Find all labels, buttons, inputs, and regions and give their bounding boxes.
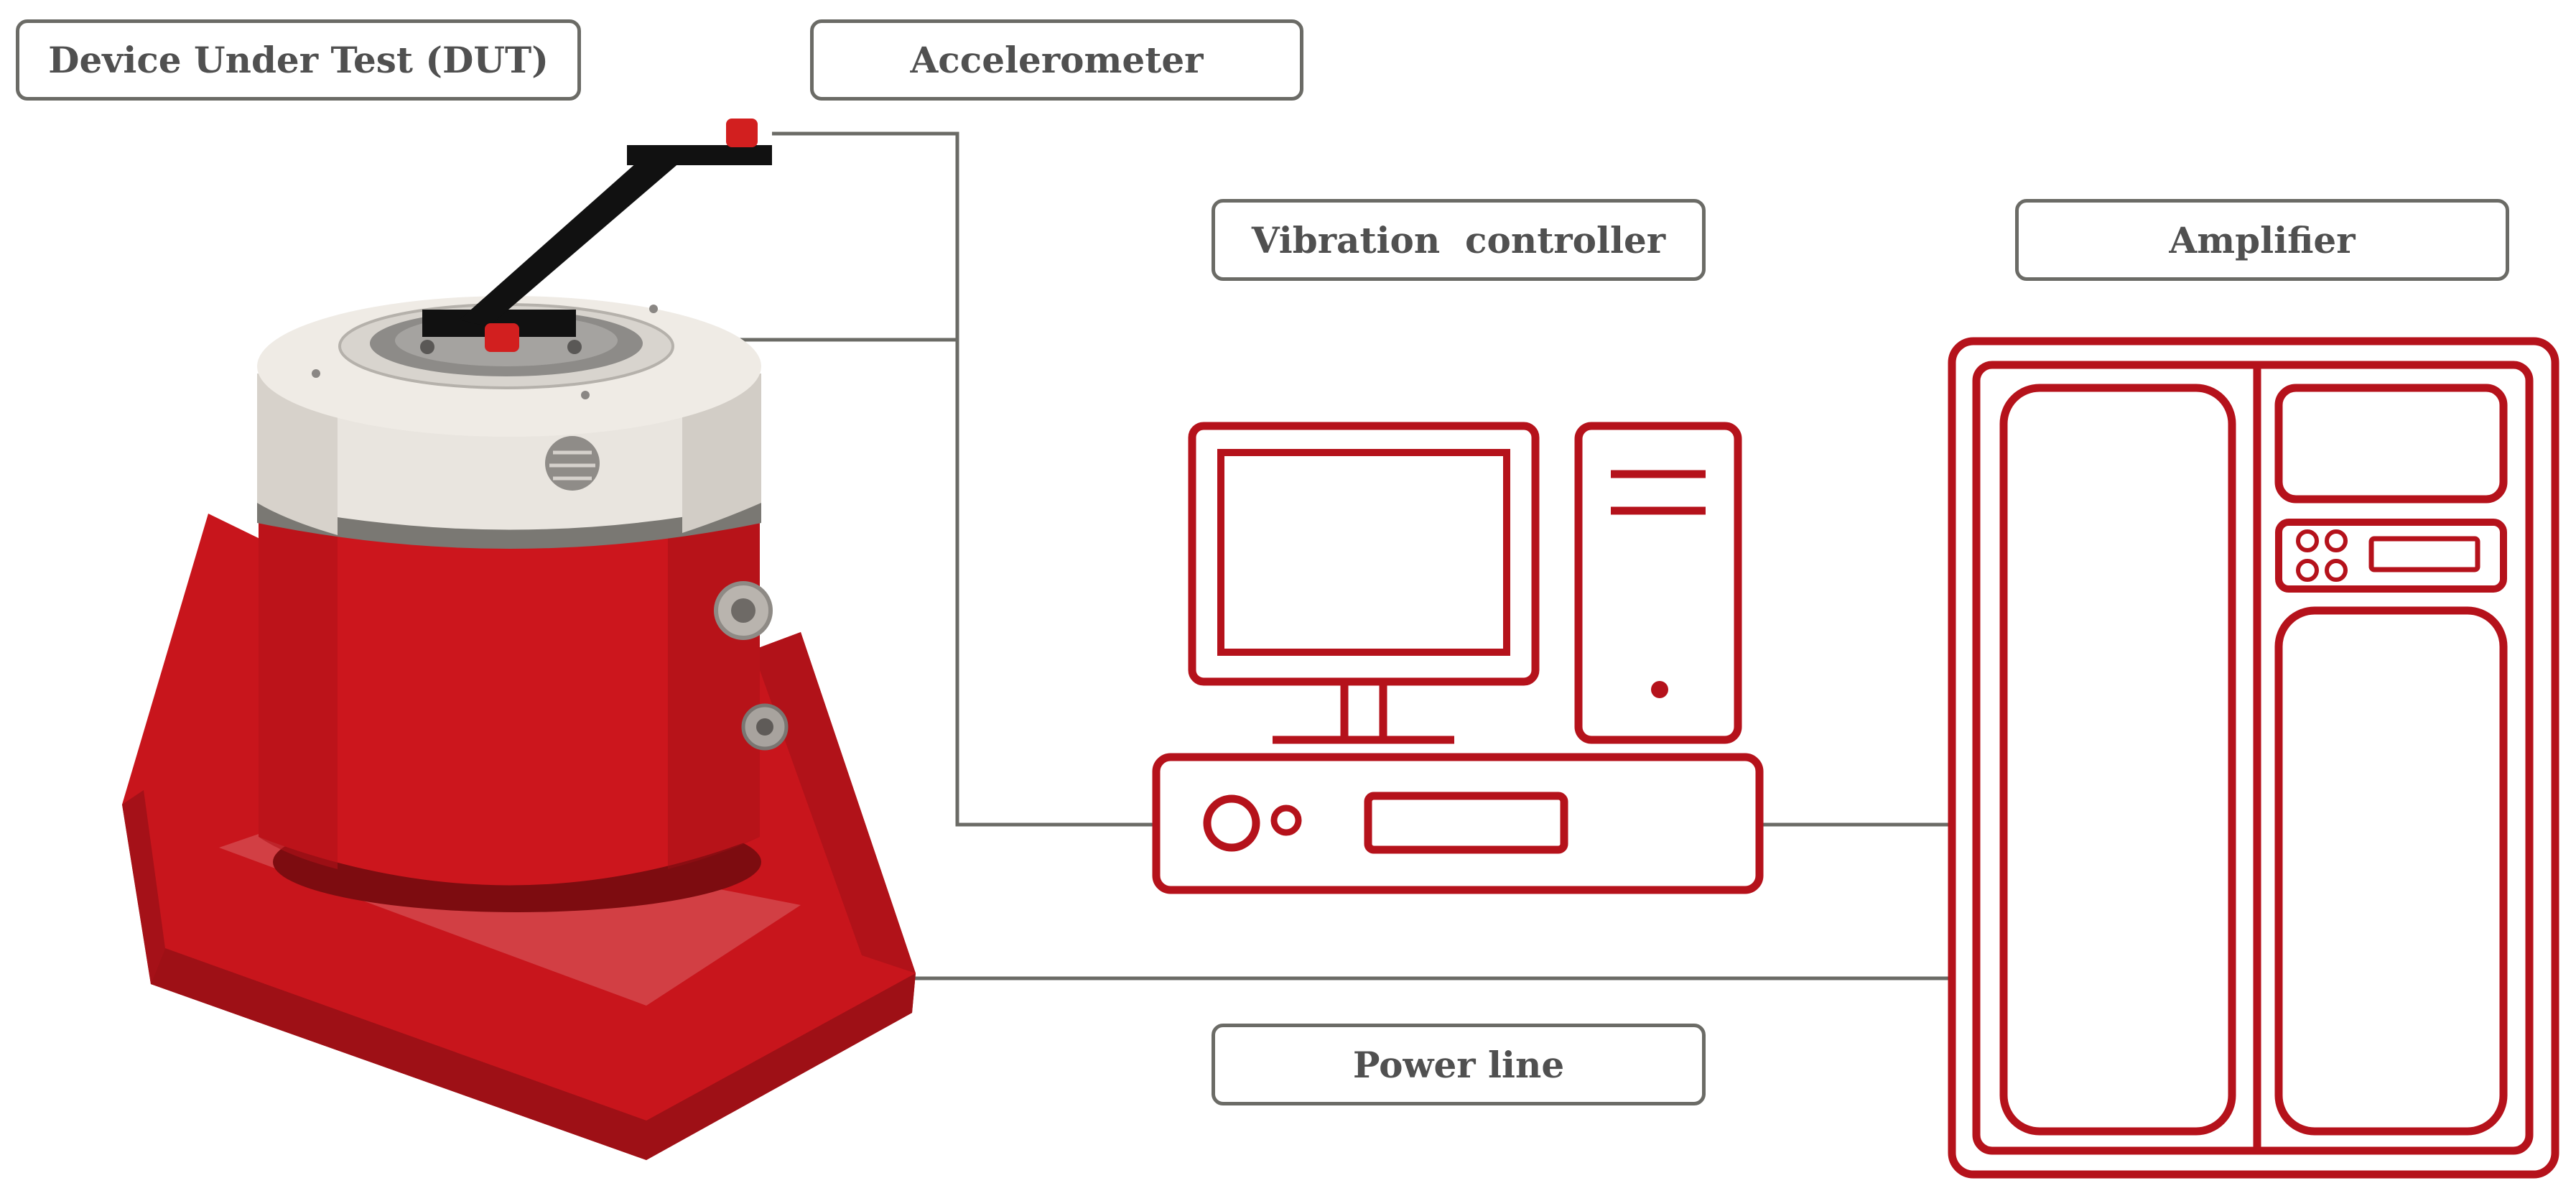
vibration-controller-label: Vibration controller (1212, 199, 1706, 281)
tower-power-led (1651, 681, 1668, 698)
accelerometer-label: Accelerometer (810, 19, 1303, 101)
vibration-shaker-icon (122, 119, 916, 1160)
amplifier-label: Amplifier (2015, 199, 2509, 281)
amplifier-cabinet-icon (1948, 337, 2559, 1179)
accelerometer-sensor-lower (485, 323, 519, 352)
desktop-computer-icon (1152, 422, 1764, 894)
power-line-label: Power line (1212, 1024, 1706, 1105)
dut-label: Device Under Test (DUT) (16, 19, 581, 101)
accelerometer-sensor-upper (726, 119, 758, 147)
